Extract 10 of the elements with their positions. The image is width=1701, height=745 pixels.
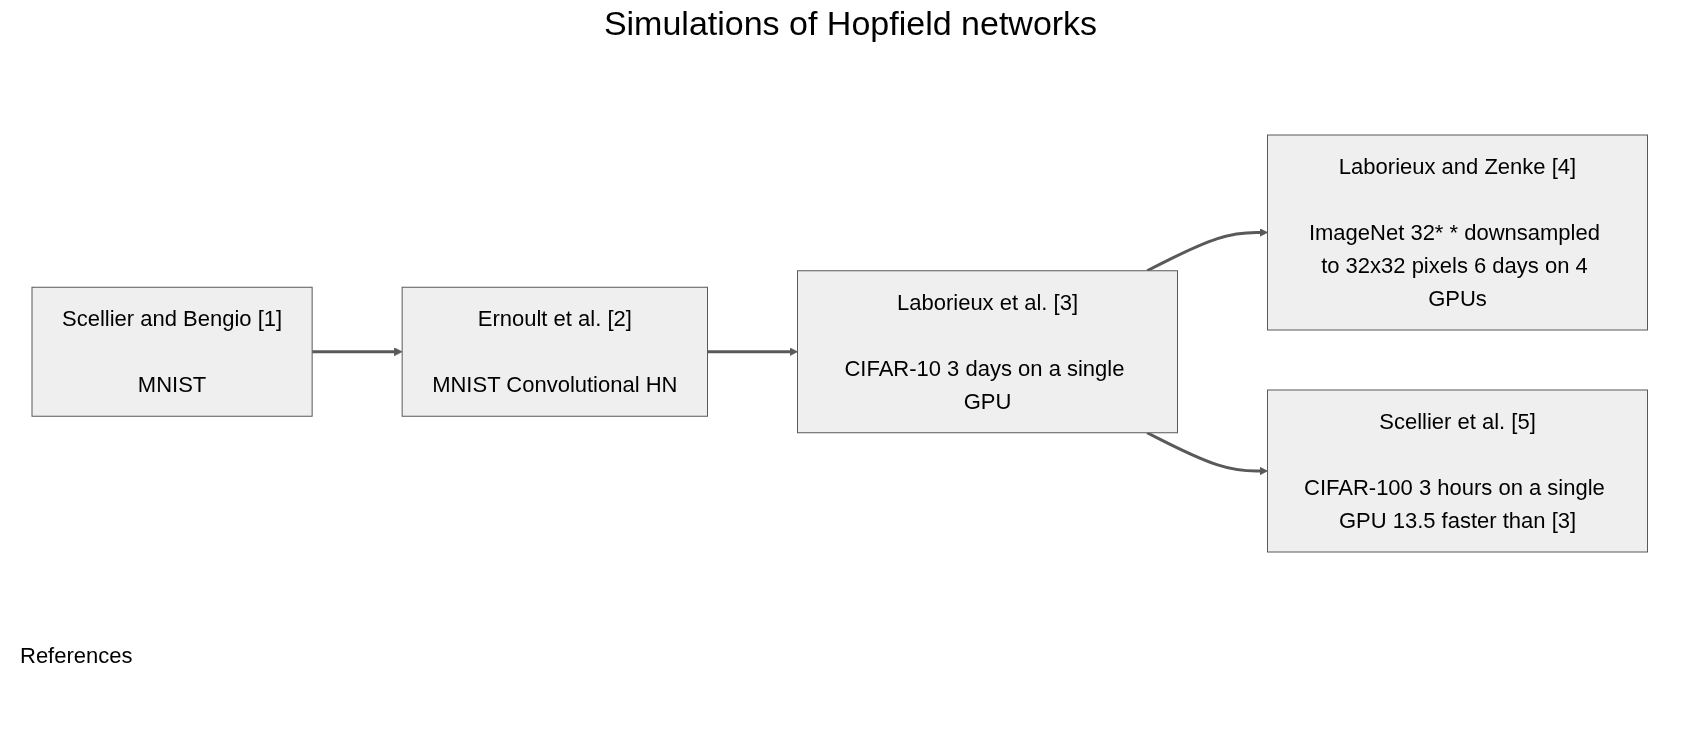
node-box: Ernoult et al. [2] MNIST Convolutional HN [401,286,709,417]
arrow [312,346,403,356]
note-text: References [20,643,134,669]
diagram-title: Simulations of Hopfield networks [602,4,1099,43]
node-box: Scellier and Bengio [1] MNIST [31,286,313,417]
node-box: Laborieux and Zenke [4] ImageNet 32* * downsampled to 32x32 pixels 6 days on 4 GPUs [1267,134,1649,330]
arrow [1146,227,1269,272]
node-box: Scellier et al. [5] CIFAR-100 3 hours on a single GPU 13.5 faster than [3] [1267,389,1649,552]
arrow [707,346,799,356]
node-box: Laborieux et al. [3] CIFAR-10 3 days on a single GPU [797,269,1179,433]
